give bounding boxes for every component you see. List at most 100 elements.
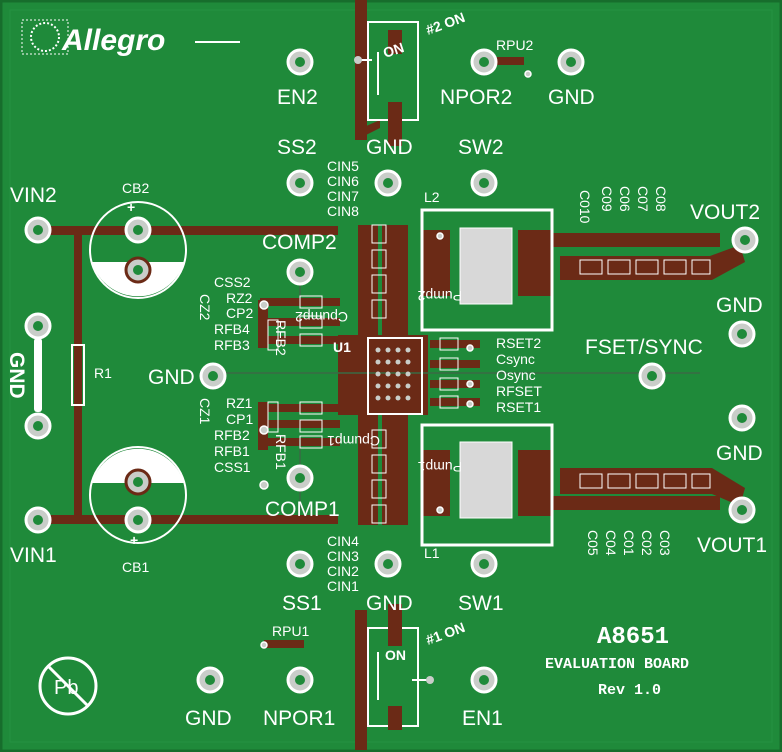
tp-cb2-pad (124, 216, 152, 244)
tp-vout2-label: VOUT2 (690, 201, 760, 224)
tp-npor2-pad (470, 48, 498, 76)
gnd-left-jumper: GND (5, 338, 42, 412)
c02-label: C02 (639, 530, 655, 556)
resistor-r1: R1 (71, 344, 112, 406)
r1-label: R1 (94, 365, 112, 381)
rfb2-label: RFB2 (214, 427, 250, 443)
tp-comp1-label: COMP1 (265, 498, 340, 521)
logo-text: Allegro (61, 24, 165, 57)
test-point-pads[interactable] (24, 48, 759, 694)
tp-vout1-pad (728, 496, 756, 524)
board-subtitle: EVALUATION BOARD (545, 656, 689, 673)
tp-ss1-pad (286, 550, 314, 578)
rfb1-side-label: RFB1 (273, 434, 289, 470)
tp-ss1-label: SS1 (282, 592, 322, 615)
pb-free-icon: Pb (38, 656, 98, 716)
tp-npor2-label: NPOR2 (440, 86, 512, 109)
cb1-label: CB1 (122, 559, 149, 575)
cin2-label: CIN2 (327, 563, 359, 579)
board-revision: Rev 1.0 (598, 682, 661, 699)
tp-fset-sync-label: FSET/SYNC (585, 336, 703, 359)
tp-gnd-left-a-pad (24, 312, 52, 340)
left-small-parts (267, 295, 323, 449)
c04-label: C04 (603, 530, 619, 556)
tp-cb1-pad (124, 506, 152, 534)
tp-sw2-label: SW2 (458, 136, 504, 159)
tp-gnd-mid-bottom-label: GND (366, 592, 413, 615)
cin5-label: CIN5 (327, 158, 359, 174)
rfb3-label: RFB3 (214, 337, 250, 353)
tp-vin1-pad (24, 506, 52, 534)
tp-fset-sync-pad (638, 362, 666, 390)
l2-label: L2 (424, 189, 440, 205)
tp-gnd-mid-bottom-pad (374, 550, 402, 578)
cin6-label: CIN6 (327, 173, 359, 189)
rpu1-label: RPU1 (272, 623, 310, 639)
rfset-label: RFSET (496, 383, 542, 399)
cin7-label: CIN7 (327, 188, 359, 204)
vias (259, 70, 532, 649)
cp2-label: CP2 (226, 305, 253, 321)
cb2-label: CB2 (122, 180, 149, 196)
component-labels: RPU2 RPU1 CIN5 CIN6 CIN7 CIN8 CIN4 CIN3 … (197, 37, 673, 639)
c01-label: C01 (621, 530, 637, 556)
tp-vin2-pad (24, 216, 52, 244)
l1-label: L1 (424, 545, 440, 561)
tp-gnd-bottom-label: GND (185, 707, 232, 730)
csync-label: Csync (496, 351, 535, 367)
cz2-label: CZ2 (197, 294, 213, 321)
u1-label: U1 (333, 339, 351, 355)
tp-gnd-right-bottom-label: GND (716, 442, 763, 465)
rz2-label: RZ2 (226, 290, 253, 306)
cin-bottom-caps (371, 429, 387, 524)
pump2-label: Pump2 (417, 288, 462, 304)
tp-gnd-mid-top-label: GND (366, 136, 413, 159)
svg-text:+: + (130, 532, 138, 548)
cpump2-label: Cpump2 (295, 309, 348, 325)
tp-gnd-right-top-pad (728, 320, 756, 348)
tp-gnd-mid-label: GND (148, 366, 195, 389)
inductor-l1: L1 Pump1 (417, 423, 554, 561)
tp-gnd-mid-pad (199, 362, 227, 390)
tp-ss2-pad (286, 169, 314, 197)
switch-1-state: ON (385, 647, 406, 663)
tp-npor1-label: NPOR1 (263, 707, 335, 730)
capacitor-cb1: + CB1 (89, 446, 187, 575)
pump1-label: Pump1 (417, 459, 462, 475)
output-caps-top (579, 259, 711, 275)
switch-2-state: ON (381, 39, 406, 61)
rset1-label: RSET1 (496, 399, 541, 415)
tp-gnd-top-pad (557, 48, 585, 76)
tp-sw1-pad (470, 550, 498, 578)
cin-top-caps (371, 224, 387, 319)
tp-cb2-neg-pad (124, 256, 152, 284)
svg-text:+: + (127, 199, 135, 215)
rz1-label: RZ1 (226, 395, 253, 411)
cin1-label: CIN1 (327, 578, 359, 594)
tp-gnd-right-bottom-pad (728, 404, 756, 432)
c03-label: C03 (657, 530, 673, 556)
tp-npor1-pad (286, 666, 314, 694)
tp-vout1-label: VOUT1 (697, 534, 767, 557)
cp1-label: CP1 (226, 411, 253, 427)
right-small-parts (439, 337, 459, 409)
pb-text: Pb (54, 677, 78, 699)
tp-en2-label: EN2 (277, 86, 318, 109)
rfb1-label: RFB1 (214, 443, 250, 459)
cin4-label: CIN4 (327, 533, 359, 549)
rfb2-side-label: RFB2 (273, 320, 289, 356)
tp-en1-pad (470, 666, 498, 694)
tp-en1-label: EN1 (462, 707, 503, 730)
c08-label: C08 (653, 186, 669, 212)
tp-comp2-label: COMP2 (262, 231, 337, 254)
tp-comp1-pad (286, 464, 314, 492)
cz1-label: CZ1 (197, 398, 213, 425)
ic-u1: U1 Cpump2 Cpump1 (295, 309, 423, 449)
cin8-label: CIN8 (327, 203, 359, 219)
c06-label: C06 (617, 186, 633, 212)
tp-vout2-pad (731, 226, 759, 254)
tp-gnd-bottom-pad (196, 666, 224, 694)
c010-label: C010 (577, 190, 593, 224)
css2-label: CSS2 (214, 274, 251, 290)
